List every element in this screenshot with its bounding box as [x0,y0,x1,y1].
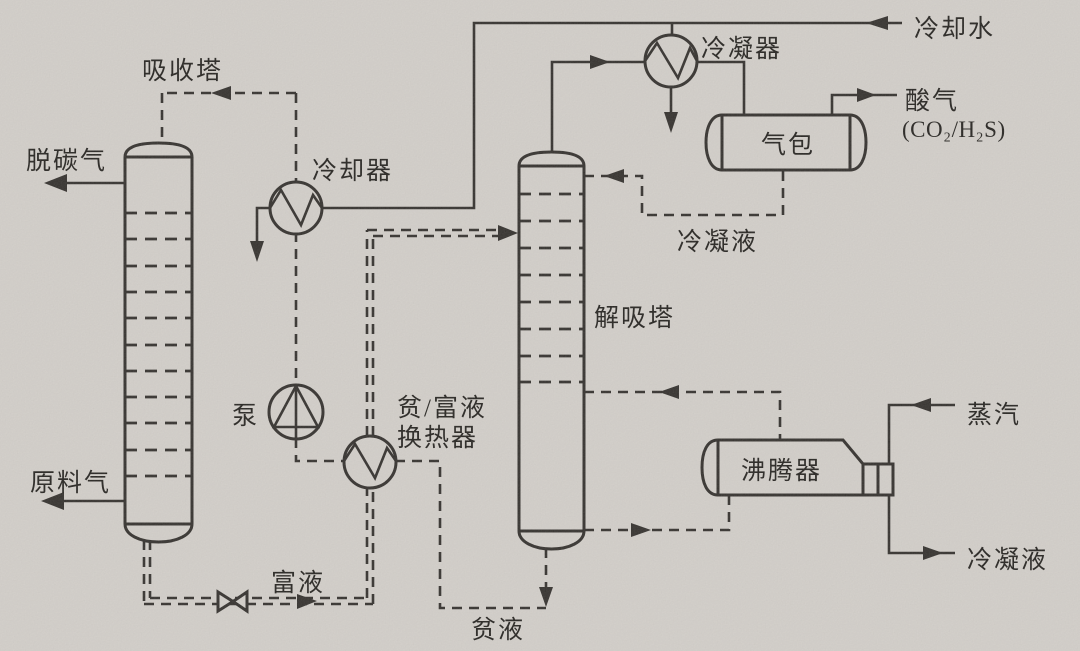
paper-grain [0,0,1080,651]
pfd-drawing: 吸收塔 脱碳气 冷却器 原料气 泵 贫/富液 换热器 富液 贫液 解吸塔 冷凝器… [0,0,1080,651]
pfd-canvas: 吸收塔 脱碳气 冷却器 原料气 泵 贫/富液 换热器 富液 贫液 解吸塔 冷凝器… [0,0,1080,651]
